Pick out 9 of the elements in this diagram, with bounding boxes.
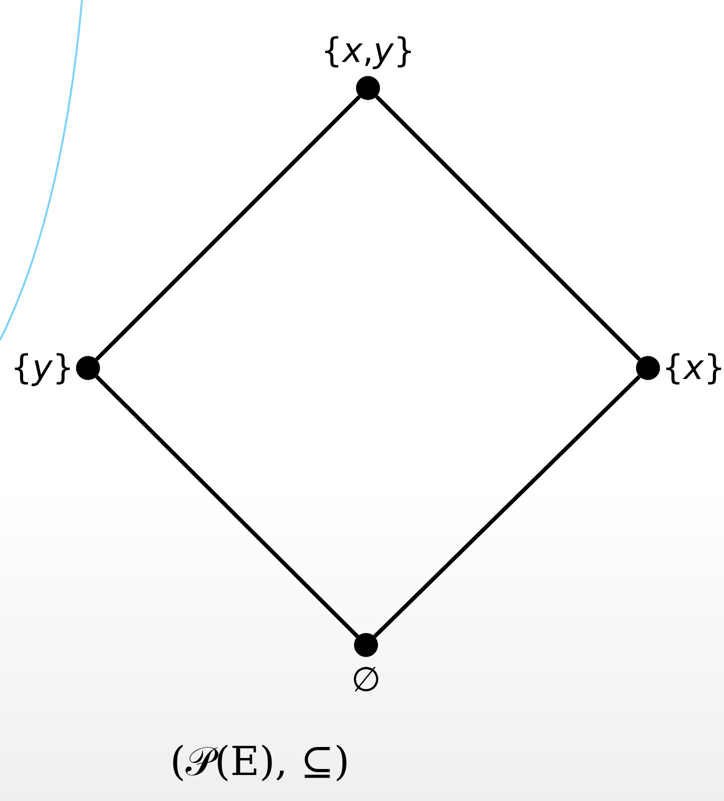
vertex-label: ∅ xyxy=(351,663,381,697)
edge-line xyxy=(375,95,641,361)
vertex-label: {x} xyxy=(662,351,724,385)
edge-line xyxy=(95,95,361,361)
caption: (𝒫(E), ⊆) xyxy=(170,742,350,782)
vertex-label: {y} xyxy=(10,351,74,385)
edge-line xyxy=(95,375,359,638)
edge-line xyxy=(373,374,641,638)
vertex-label: {x,y} xyxy=(320,34,416,68)
